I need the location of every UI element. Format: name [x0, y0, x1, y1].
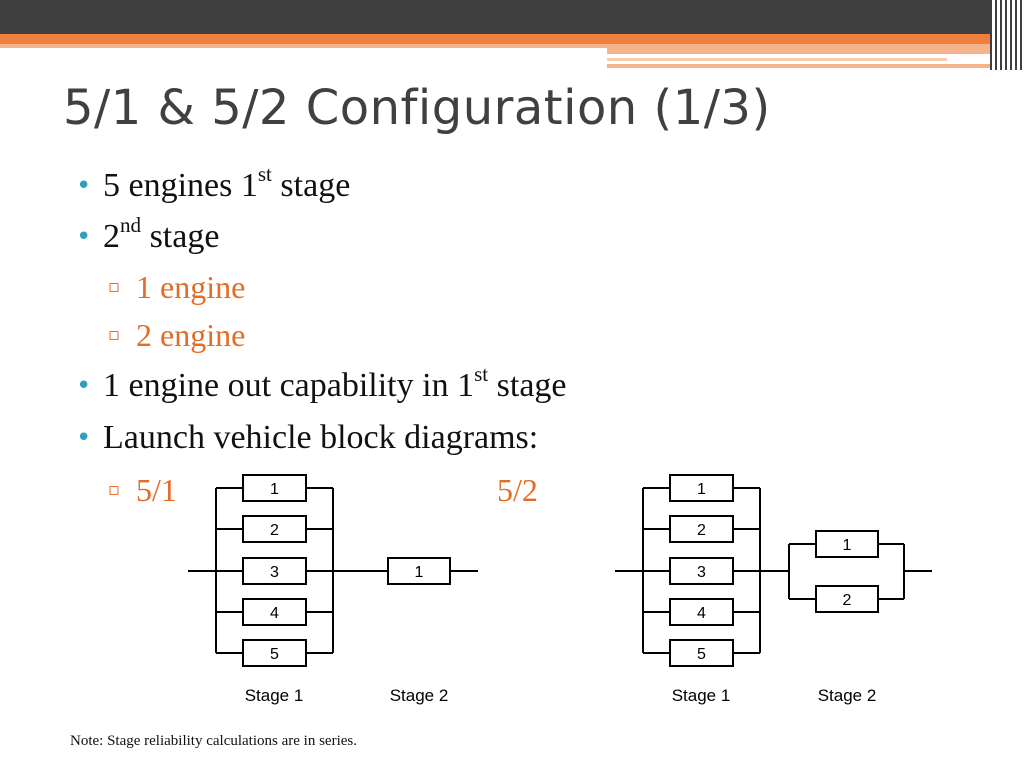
stage-label: Stage 2 — [818, 686, 877, 705]
bullet-item: 1 engine out capability in 1st stage — [76, 362, 567, 409]
engine-block-label: 3 — [270, 564, 279, 581]
engine-block-label: 1 — [697, 481, 706, 498]
bullet-text-tail: stage — [488, 367, 567, 404]
stage-label: Stage 1 — [672, 686, 731, 705]
engine-block-label: 1 — [270, 481, 279, 498]
engine-block-label: 5 — [270, 646, 279, 663]
bullet-item: Launch vehicle block diagrams: — [76, 418, 539, 458]
header-orange-band-light — [0, 44, 1024, 48]
sub-bullet-item: 1 engine — [108, 268, 245, 306]
footnote: Note: Stage reliability calculations are… — [70, 733, 357, 749]
header-stripes — [990, 0, 1024, 70]
engine-block — [669, 557, 734, 585]
header-accent-bar — [607, 58, 947, 61]
engine-block-label: 1 — [843, 537, 852, 554]
engine-block-label: 2 — [843, 592, 852, 609]
engine-block — [242, 557, 307, 585]
bullet-text: 2 — [103, 218, 120, 255]
bullet-text-tail: stage — [271, 167, 351, 204]
engine-block — [815, 585, 879, 613]
sub-bullet-label: 5/2 — [497, 472, 538, 508]
stage-label: Stage 2 — [390, 686, 449, 705]
bullet-text: Launch vehicle block diagrams: — [103, 419, 539, 456]
engine-block — [815, 530, 879, 558]
engine-block — [669, 598, 734, 626]
engine-block — [669, 515, 734, 543]
bullet-text: 5 engines 1 — [103, 167, 258, 204]
engine-block-label: 5 — [697, 646, 706, 663]
sub-bullet-item: 2 engine — [108, 316, 245, 354]
engine-block — [387, 557, 451, 585]
engine-block — [242, 598, 307, 626]
header-orange-band — [0, 34, 1024, 44]
engine-block-label: 4 — [697, 605, 706, 622]
engine-block — [669, 474, 734, 502]
bullet-superscript: nd — [120, 213, 142, 238]
bullet-item: 5 engines 1st stage — [76, 162, 351, 209]
engine-block-label: 4 — [270, 605, 279, 622]
bullet-text-tail: stage — [141, 218, 220, 255]
engine-block — [242, 474, 307, 502]
engine-block-label: 2 — [270, 522, 279, 539]
bullet-superscript: st — [257, 162, 272, 187]
engine-block-label: 2 — [697, 522, 706, 539]
engine-block — [242, 515, 307, 543]
bullet-superscript: st — [474, 362, 489, 387]
sub-bullet-item: 5/1 — [108, 471, 177, 509]
engine-block — [242, 639, 307, 667]
header-accent-bar — [607, 48, 997, 54]
bullet-text: 1 engine out capability in 1 — [103, 367, 475, 404]
header-dark-band — [0, 0, 1024, 34]
stage-label: Stage 1 — [245, 686, 304, 705]
engine-block-label: 3 — [697, 564, 706, 581]
slide-title: 5/1 & 5/2 Configuration (1/3) — [63, 80, 771, 136]
bullet-item: 2nd stage — [76, 213, 220, 260]
header-accent-bar — [607, 64, 997, 68]
engine-block-label: 1 — [415, 564, 424, 581]
engine-block — [669, 639, 734, 667]
